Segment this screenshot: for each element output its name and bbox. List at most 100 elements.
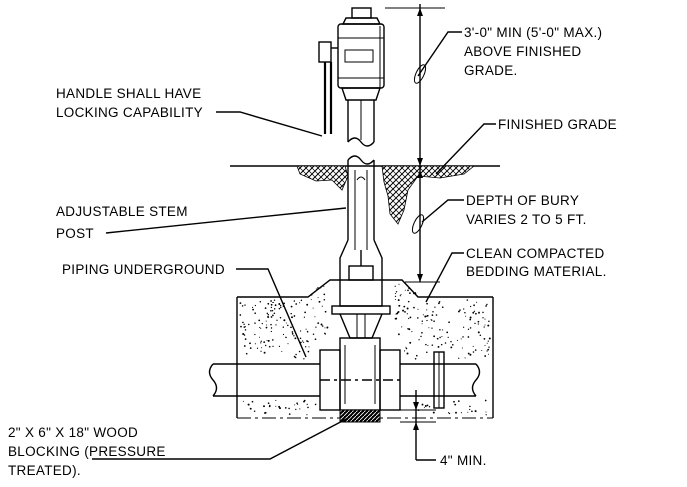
bedding-grain	[320, 287, 322, 289]
bedding-grain	[469, 316, 472, 319]
finished-grade	[230, 165, 500, 225]
bedding-grain	[252, 306, 254, 309]
bedding-grain	[266, 324, 268, 326]
bedding-grain	[279, 304, 282, 307]
bedding-grain	[473, 310, 476, 312]
bedding-grain	[290, 326, 292, 329]
bedding-grain	[458, 357, 460, 359]
bedding-grain	[273, 308, 276, 310]
bedding-grain	[310, 293, 313, 296]
bedding-grain	[398, 304, 401, 307]
bedding-grain	[477, 323, 479, 325]
bedding-grain	[323, 293, 326, 296]
bedding-grain	[408, 287, 411, 290]
bedding-grain	[324, 333, 327, 335]
bedding-grain	[323, 299, 326, 301]
bedding-grain	[254, 343, 256, 345]
bedding-grain	[243, 334, 246, 336]
bedding-grain	[426, 315, 428, 317]
bedding-grain	[448, 321, 450, 324]
bedding-grain	[247, 403, 250, 406]
height-dimension	[385, 4, 445, 166]
annotation-labels: 3'-0" MIN (5'-0" MAX.) ABOVE FINISHED GR…	[8, 25, 617, 478]
bedding-grain	[320, 323, 323, 326]
bedding-grain	[243, 323, 245, 325]
bedding-grain	[447, 336, 449, 339]
bedding-grain	[263, 405, 265, 408]
bedding-grain	[254, 304, 257, 307]
bedding-grain	[487, 353, 490, 355]
bedding-grain	[276, 319, 278, 321]
height-label-line3: GRADE.	[464, 63, 518, 78]
bedding-grain	[434, 306, 436, 308]
bedding-grain	[251, 400, 254, 403]
handle-label-line2: LOCKING CAPABILITY	[56, 105, 203, 120]
bedding-grain	[431, 314, 434, 316]
bedding-grain	[297, 403, 299, 405]
wood-blocking	[339, 409, 381, 423]
bedding-grain	[260, 340, 262, 342]
stem-label-line1: ADJUSTABLE STEM	[56, 204, 188, 219]
bedding-grain	[484, 344, 486, 347]
bedding-grain	[488, 320, 490, 323]
bedding-grain	[423, 407, 425, 409]
bedding-grain	[441, 335, 443, 338]
bedding-grain	[275, 405, 277, 407]
bedding-grain	[401, 326, 403, 328]
bedding-grain	[455, 411, 457, 414]
bedding-grain	[469, 305, 472, 308]
locking-handle[interactable]	[318, 41, 338, 134]
bedding-grain	[266, 340, 268, 342]
bedding-grain	[287, 324, 289, 327]
bedding-grain	[258, 319, 261, 322]
bedding-grain	[469, 318, 472, 321]
bedding-grain	[263, 351, 266, 354]
bedding-grain	[315, 326, 317, 328]
bedding-grain	[242, 400, 244, 402]
bedding-grain	[414, 292, 417, 295]
bedding-grain	[442, 329, 444, 331]
bedding-grain	[306, 303, 309, 306]
bedding-grain	[295, 408, 297, 411]
bedding-grain	[249, 407, 252, 410]
bedding-grain	[398, 283, 400, 285]
bedding-grain	[417, 317, 419, 319]
bedding-grain	[436, 337, 439, 340]
bedding-material	[236, 279, 494, 419]
bedding-grain	[293, 300, 296, 302]
bedding-grain	[306, 330, 309, 333]
bedding-grain	[239, 314, 242, 316]
bedding-grain	[397, 311, 400, 313]
bedding-grain	[285, 336, 287, 339]
bedding-grain	[280, 306, 282, 309]
bedding-grain	[407, 289, 409, 292]
bedding-grain	[461, 347, 463, 349]
piping-label: PIPING UNDERGROUND	[62, 262, 225, 277]
bedding-grain	[450, 346, 453, 349]
bedding-grain	[456, 339, 458, 341]
bedding-grain	[407, 327, 409, 330]
bedding-grain	[432, 310, 434, 313]
bedding-grain	[253, 410, 256, 412]
bedding-grain	[464, 357, 466, 359]
bedding-grain	[270, 300, 272, 302]
bedding-grain	[272, 345, 274, 348]
bedding-grain	[263, 341, 266, 343]
bedding-grain	[254, 322, 256, 324]
bedding-grain	[411, 331, 413, 333]
bedding-grain	[488, 346, 490, 348]
bedding-grain	[406, 313, 408, 315]
finished-grade-label: FINISHED GRADE	[498, 117, 617, 132]
bedding-grain	[421, 323, 423, 325]
bedding-grain	[244, 326, 246, 328]
bedding-grain	[485, 411, 487, 413]
bedding-grain	[472, 345, 474, 347]
bedding-grain	[483, 337, 486, 340]
bedding-grain	[403, 305, 406, 308]
bedding-grain	[475, 312, 477, 315]
bedding-grain	[307, 406, 309, 409]
bedding-grain	[484, 355, 487, 357]
bedding-grain	[428, 327, 430, 329]
bedding-grain	[413, 306, 415, 309]
bedding-grain	[260, 347, 263, 349]
